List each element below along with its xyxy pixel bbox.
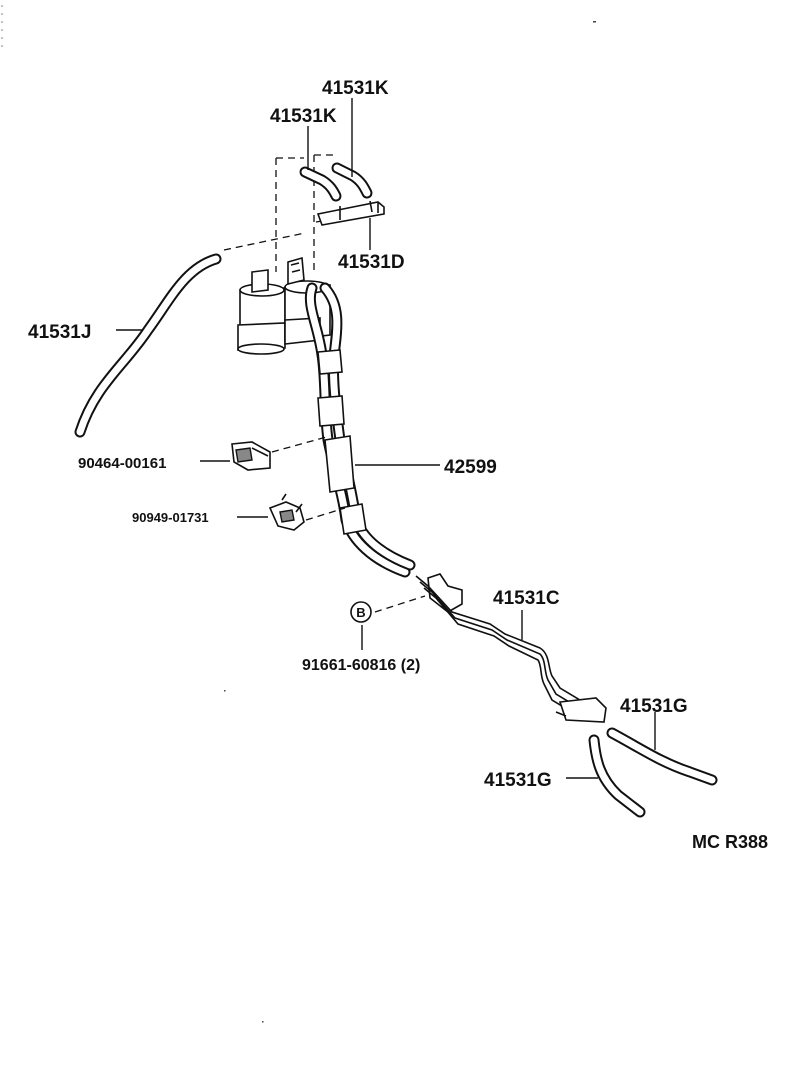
clip-90949 xyxy=(268,493,305,531)
hose-41531j xyxy=(74,253,222,438)
label-41531d: 41531D xyxy=(338,252,405,273)
hose-assembly-42599 xyxy=(304,282,416,578)
label-41531g-lower: 41531G xyxy=(484,770,552,791)
bolt-marker: B xyxy=(350,601,372,623)
dashed-line-clip-b xyxy=(305,507,346,521)
leader-lines xyxy=(116,98,656,779)
label-91661-60816: 91661-60816 (2) xyxy=(302,657,420,674)
hose-41531k-b xyxy=(331,162,373,199)
dashed-line-j xyxy=(223,232,306,251)
label-90464-00161: 90464-00161 xyxy=(78,455,166,472)
dashed-line-bolt xyxy=(374,595,426,613)
dashed-line-clip-a xyxy=(271,435,331,453)
label-42599: 42599 xyxy=(444,457,497,478)
hose-41531g-b xyxy=(588,734,646,818)
pipe-41531c xyxy=(415,573,607,723)
pipe-41531d xyxy=(316,200,385,226)
clip-90464 xyxy=(231,441,271,471)
label-41531k-lower: 41531K xyxy=(270,106,337,127)
bolt-marker-letter: B xyxy=(356,605,365,620)
hose-41531g-a xyxy=(606,727,718,786)
label-90949-01731: 90949-01731 xyxy=(132,510,209,525)
label-41531c: 41531C xyxy=(493,588,560,609)
label-41531j: 41531J xyxy=(28,322,91,343)
label-41531g-upper: 41531G xyxy=(620,696,688,717)
hose-41531k-a xyxy=(299,166,342,202)
scan-specks xyxy=(224,21,596,1023)
reference-code: MC R388 xyxy=(692,832,768,852)
scan-dots xyxy=(1,5,3,47)
label-41531k-upper: 41531K xyxy=(322,78,389,99)
